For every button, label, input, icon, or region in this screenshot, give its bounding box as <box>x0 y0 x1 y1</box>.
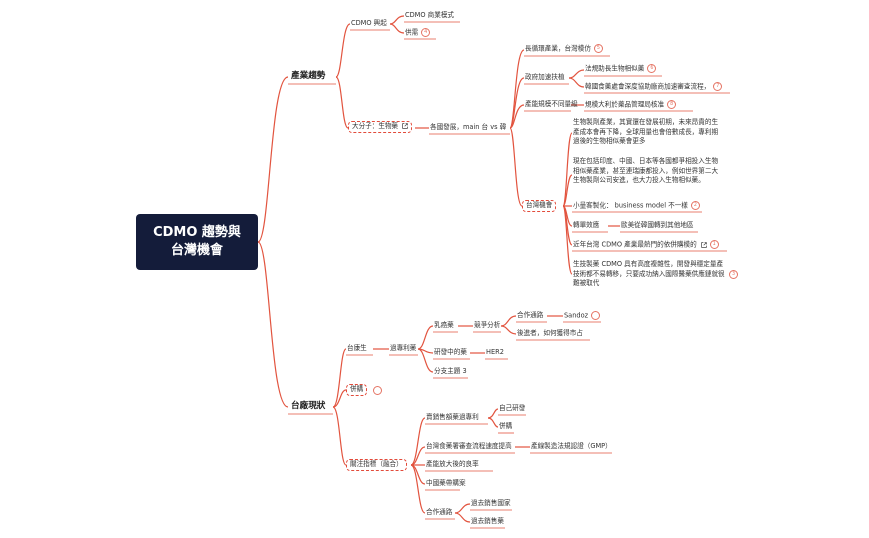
node-coop-channel[interactable]: 合作通路 <box>426 508 453 516</box>
node-op-text-2[interactable]: 現在包括印度、中國、日本等各國都爭相投入生物相似藥產業，甚至連瑞康都投入，例如世… <box>573 157 719 185</box>
node-merger[interactable]: 併購 <box>346 384 368 396</box>
node-self-dev[interactable]: 自己研發 <box>499 404 526 412</box>
node-her2[interactable]: HER2 <box>486 348 504 356</box>
node-op-hot-label: 近年台灣 CDMO 產業最熱門的依併購模的 <box>573 240 697 249</box>
node-gov-support[interactable]: 政府加速扶植 <box>525 73 565 81</box>
node-cdmo-model[interactable]: CDMO 商業模式 <box>405 11 455 19</box>
node-gmp[interactable]: 產線製造法規認證（GMP） <box>531 442 612 450</box>
node-big-molecule[interactable]: 大分子：生物藥 <box>348 121 413 133</box>
root-title-line-1: CDMO 趨勢與 <box>153 224 241 240</box>
note-badge-1[interactable]: 1 <box>709 240 719 249</box>
node-op-text-1[interactable]: 生物製劑產業，其實還在發展初期，未來昂貴的生產成本會再下降，全球用量也會倍數成長… <box>573 118 719 146</box>
node-supply-demand-label: 供需 <box>405 28 419 37</box>
node-op-transfer-child[interactable]: 歐美從韓國轉到其他地區 <box>621 221 694 229</box>
note-badge-sandoz[interactable] <box>591 311 601 320</box>
note-badge-2[interactable]: 2 <box>690 201 700 210</box>
node-sales-patent[interactable]: 賣銷售額藥過專利 <box>426 413 479 421</box>
node-topic-3[interactable]: 分支主題 3 <box>434 367 467 375</box>
node-sandoz[interactable]: Sandoz <box>564 311 601 321</box>
note-badge-4[interactable]: 4 <box>421 28 431 37</box>
node-long-cycle-label: 長循環產業，台灣模仿 <box>525 44 591 53</box>
node-korea-fda[interactable]: 韓國食藥處會深度協助廠商加速審查流程，7 <box>585 82 723 92</box>
node-late-comer[interactable]: 後進者，如何獲得市占 <box>517 329 583 337</box>
node-cdmo-rise[interactable]: CDMO 興起 <box>351 19 387 27</box>
node-patent-drug[interactable]: 過專利藥 <box>390 344 417 352</box>
node-law-biosimilar-label: 法規助長生物相似藥 <box>585 64 645 73</box>
node-china-purchase[interactable]: 中國藥帶購案 <box>426 479 466 487</box>
node-op-transfer[interactable]: 轉單效應 <box>573 221 600 229</box>
note-badge-5[interactable]: 5 <box>593 44 603 53</box>
node-cooperation[interactable]: 合作通路 <box>517 311 544 319</box>
node-op-hot[interactable]: 近年台灣 CDMO 產業最熱門的依併購模的 1 <box>573 240 719 250</box>
node-taiwan-bio[interactable]: 台康生 <box>347 344 367 352</box>
note-badge-6[interactable]: 6 <box>647 64 657 73</box>
node-countries[interactable]: 各國發展，main 台 vs 韓 <box>430 123 507 131</box>
node-tw-opportunity[interactable]: 台灣機會 <box>522 200 557 212</box>
node-capacity-rate[interactable]: 產能放大後的良率 <box>426 460 479 468</box>
root-node[interactable]: CDMO 趨勢與台灣機會 <box>136 214 258 270</box>
node-sandoz-label: Sandoz <box>564 311 589 320</box>
node-taiwan-status[interactable]: 台廠現狀 <box>291 401 326 411</box>
node-op-small-batch-label: 小量客製化： business model 不一樣 <box>573 201 688 210</box>
node-op-text-3[interactable]: 生技製藥 CDMO 具有高度複雜性，開發與穩定量產技術都不易轉移，只要成功納入國… <box>573 260 725 288</box>
root-title-line-2: 台灣機會 <box>170 243 223 258</box>
note-badge-3[interactable]: 3 <box>729 270 738 279</box>
node-breast-cancer[interactable]: 乳癌藥 <box>434 321 454 329</box>
node-korea-fda-label: 韓國食藥處會深度協助廠商加速審查流程， <box>585 82 711 91</box>
note-badge-merger[interactable] <box>373 386 382 395</box>
node-industry-trend[interactable]: 產業趨勢 <box>291 71 326 81</box>
node-capacity-diff[interactable]: 產能規模不同量級 <box>525 100 578 108</box>
note-badge-8[interactable]: 8 <box>667 100 677 109</box>
node-tw-fda[interactable]: 台灣食藥署審查流程速度提高 <box>426 442 512 450</box>
node-past-sales-country[interactable]: 過去銷售國家 <box>471 499 511 507</box>
node-merger-label: 併購 <box>350 385 364 393</box>
node-in-dev[interactable]: 研發中的藥 <box>434 348 467 356</box>
node-competition[interactable]: 競爭分析 <box>474 321 501 329</box>
node-watch-index[interactable]: 關注指標（融合） <box>346 459 407 471</box>
note-badge-7[interactable]: 7 <box>713 82 723 91</box>
node-acquire[interactable]: 併購 <box>499 422 513 430</box>
node-past-sales-drug[interactable]: 過去銷售藥 <box>471 517 504 525</box>
node-capacity-approval-label: 規模大利於藥品管理局核准 <box>585 100 665 109</box>
external-link-icon[interactable] <box>700 241 707 248</box>
node-big-molecule-label: 大分子：生物藥 <box>352 122 399 130</box>
external-link-icon[interactable] <box>402 123 408 129</box>
